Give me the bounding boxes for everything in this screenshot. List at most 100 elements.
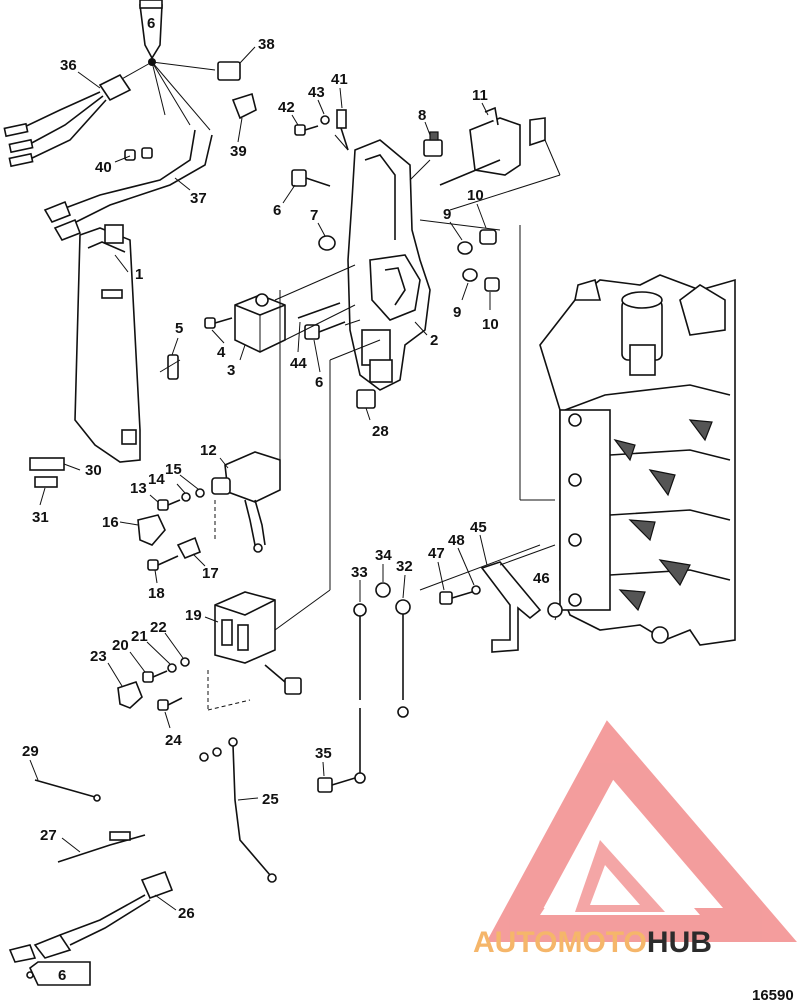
callout-11: 11: [472, 87, 488, 104]
callout-7: 7: [310, 207, 318, 224]
engine-block: [539, 274, 736, 646]
clamp-17: [176, 536, 202, 560]
label-plate-31: [34, 476, 58, 488]
washer-48: [471, 585, 481, 595]
stud-44: [297, 302, 341, 319]
callout-48: 48: [448, 532, 465, 549]
callout-4: 4: [217, 344, 226, 361]
ground-cable-25: [199, 737, 277, 883]
callout-34: 34: [375, 547, 392, 564]
tube-label-bottom: 6: [58, 967, 66, 984]
boot-16: [137, 514, 166, 546]
grommets: [457, 229, 500, 292]
rod-33: [353, 603, 367, 784]
callout-45: 45: [470, 519, 487, 536]
coil-12: [211, 451, 281, 553]
callout-40: 40: [95, 159, 112, 176]
callout-8: 8: [418, 107, 426, 124]
callout-41: 41: [331, 71, 348, 88]
callout-38: 38: [258, 36, 275, 53]
fasteners-13-15: [157, 488, 205, 511]
callout-26: 26: [178, 905, 195, 922]
harness-26: [8, 870, 174, 979]
bolts-40: [124, 147, 153, 161]
callout-44: 44: [290, 355, 307, 372]
watermark-text: AUTOMOTOHUB: [473, 926, 712, 959]
callout-17: 17: [202, 565, 219, 582]
watermark-text-part2: HUB: [647, 926, 712, 959]
bolt-47: [439, 591, 473, 605]
sealant-tube-top: 6: [139, 0, 163, 60]
sensor-8: [423, 131, 443, 157]
callout-32: 32: [396, 558, 413, 575]
callout-13: 13: [130, 480, 147, 497]
top-harness: [3, 58, 257, 241]
watermark-logo: [486, 720, 797, 942]
screw-24: [157, 697, 183, 711]
callout-10b: 10: [482, 316, 499, 333]
sensor-bracket-11: [439, 106, 546, 186]
boot-23: [117, 681, 143, 709]
callout-39: 39: [230, 143, 247, 160]
cable-tie-27: [57, 831, 146, 863]
connector-38: [217, 61, 241, 81]
callout-23: 23: [90, 648, 107, 665]
callout-47: 47: [428, 545, 445, 562]
tube-label-top: 6: [147, 15, 155, 32]
callout-35: 35: [315, 745, 332, 762]
callout-1: 1: [135, 266, 143, 283]
callout-28: 28: [372, 423, 389, 440]
callout-9a: 9: [443, 206, 451, 223]
grommet-7: [318, 235, 336, 251]
sealant-tube-bottom: 6: [28, 961, 91, 986]
callout-12: 12: [200, 442, 217, 459]
callout-22: 22: [150, 619, 167, 636]
mounting-bracket: [347, 139, 431, 391]
connector-39: [231, 92, 257, 120]
watermark-triangle-mark: [486, 720, 797, 942]
washer-34: [375, 582, 391, 598]
bolts-6: [291, 169, 346, 340]
callouts: 1 2 3 4 5 6 6 7 8 9 9 10 10 11 12 13 14: [22, 36, 557, 922]
cable-32: [395, 599, 411, 718]
clip-28: [356, 389, 376, 409]
label-plate-30: [29, 457, 65, 471]
screw-4: [204, 317, 233, 329]
callout-24: 24: [165, 732, 182, 749]
callout-29: 29: [22, 743, 39, 760]
callout-6b: 6: [315, 374, 323, 391]
callout-6a: 6: [273, 202, 281, 219]
callout-5: 5: [175, 320, 183, 337]
connector-36: [98, 73, 132, 102]
callout-33: 33: [351, 564, 368, 581]
callout-31: 31: [32, 509, 49, 526]
figure-number: 16590: [752, 987, 794, 1004]
callout-10a: 10: [467, 187, 484, 204]
callout-43: 43: [308, 84, 325, 101]
screw-18: [147, 555, 179, 571]
pin-29: [34, 779, 101, 802]
watermark-text-part1: AUTOMOTO: [473, 926, 647, 959]
callout-3: 3: [227, 362, 235, 379]
callout-19: 19: [185, 607, 202, 624]
relay-3: [234, 293, 286, 353]
reference-lines: [207, 134, 561, 711]
callout-18: 18: [148, 585, 165, 602]
top-fasteners: [294, 109, 349, 151]
fasteners-20-22: [142, 657, 190, 683]
bolt-35: [317, 777, 356, 793]
callout-46: 46: [533, 570, 550, 587]
callout-36: 36: [60, 57, 77, 74]
module-19: [214, 591, 302, 695]
callout-30: 30: [85, 462, 102, 479]
callout-42: 42: [278, 99, 295, 116]
callout-25: 25: [262, 791, 279, 808]
callout-9b: 9: [453, 304, 461, 321]
callout-16: 16: [102, 514, 119, 531]
callout-14: 14: [148, 471, 165, 488]
cover-panel-1: [74, 224, 141, 463]
bracket-45: [480, 561, 542, 653]
callout-15: 15: [165, 461, 182, 478]
gear-46: [547, 602, 563, 618]
